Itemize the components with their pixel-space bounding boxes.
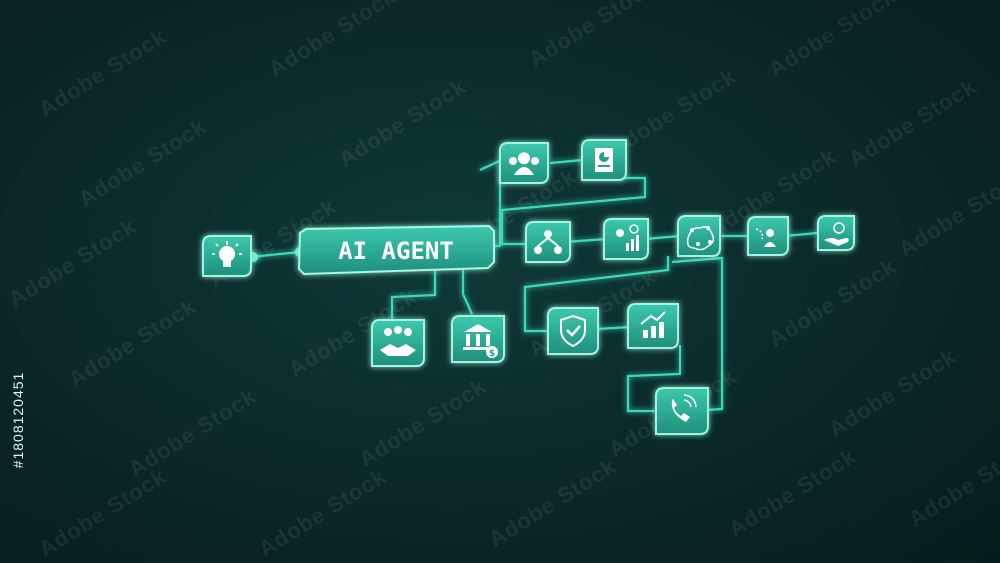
document-chart-icon xyxy=(595,148,613,172)
node-partner[interactable] xyxy=(371,319,425,367)
node-network[interactable] xyxy=(525,221,571,263)
svg-text:$: $ xyxy=(489,349,495,359)
connector-lines xyxy=(249,156,818,413)
node-analytics[interactable] xyxy=(603,218,649,260)
stock-id-text: #1808120451 xyxy=(10,371,26,469)
hand-service-icon xyxy=(824,222,849,246)
node-growth[interactable] xyxy=(627,303,679,349)
users-icon xyxy=(509,152,539,175)
node-bank[interactable]: $ xyxy=(451,315,505,363)
handshake-icon xyxy=(380,326,416,356)
analytics-approval-icon xyxy=(616,224,639,251)
stock-id-vertical: #1808120451 xyxy=(4,320,34,520)
ai-agent-box[interactable]: AI AGENT xyxy=(297,224,495,276)
lightbulb-icon xyxy=(212,241,242,267)
node-phone[interactable] xyxy=(655,387,709,435)
shield-check-icon xyxy=(560,314,586,348)
node-hand[interactable] xyxy=(817,215,855,251)
node-idea[interactable] xyxy=(202,235,252,277)
phone-call-icon xyxy=(671,394,697,422)
node-team[interactable] xyxy=(499,142,549,184)
bank-icon: $ xyxy=(463,324,498,359)
ai-brain-icon xyxy=(686,226,715,251)
ai-agent-label: AI AGENT xyxy=(338,237,454,265)
node-path[interactable] xyxy=(747,216,789,256)
person-path-icon xyxy=(755,228,776,247)
node-brain[interactable] xyxy=(677,215,721,257)
hierarchy-network-icon xyxy=(534,230,562,254)
growth-chart-icon xyxy=(640,311,666,338)
node-shield[interactable] xyxy=(547,307,599,355)
node-report[interactable] xyxy=(581,139,627,181)
icon-tiles: $ xyxy=(202,139,855,435)
